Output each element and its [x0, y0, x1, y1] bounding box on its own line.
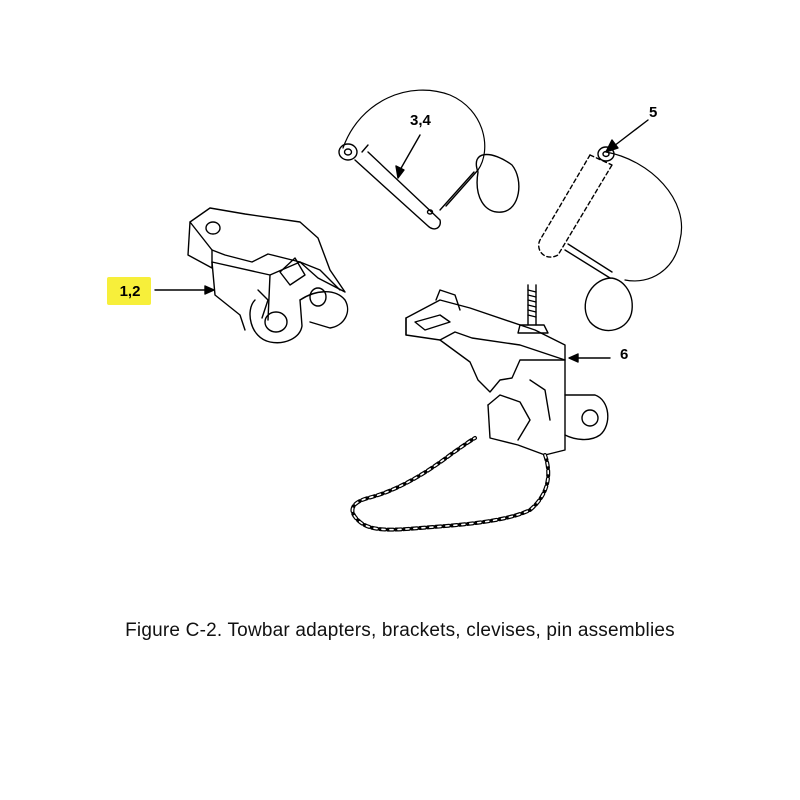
callout-highlight: [107, 277, 151, 305]
leader-line-5: [605, 119, 649, 153]
callout-label-3-4: 3,4: [410, 112, 431, 129]
callout-label-6: 6: [620, 346, 629, 363]
leader-line-3-4: [395, 134, 421, 179]
quick-release-pin-5: [538, 146, 683, 332]
leader-line-1-2: [154, 285, 215, 295]
parts-illustration: [107, 89, 683, 532]
callout-label-5: 5: [649, 104, 658, 121]
figure-caption: Figure C-2. Towbar adapters, brackets, c…: [125, 620, 675, 641]
callout-label-1-2: 1,2: [119, 283, 141, 300]
towbar-bracket-6: [350, 284, 609, 532]
pin-assembly-3-4: [338, 89, 520, 230]
clevis-adapter-part: [187, 207, 349, 344]
leader-line-6: [568, 353, 611, 363]
